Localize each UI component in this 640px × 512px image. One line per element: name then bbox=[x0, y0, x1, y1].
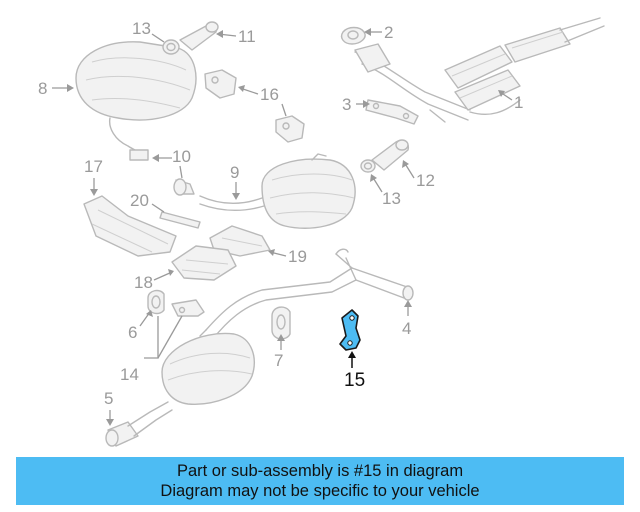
callout-label: 1 bbox=[514, 93, 523, 112]
rear-muffler-lower bbox=[127, 329, 255, 437]
callout-label: 11 bbox=[238, 27, 256, 46]
part-11-tail-tip bbox=[179, 21, 219, 51]
part-1-front-pipe-catalysts bbox=[354, 17, 605, 123]
part-15-shape bbox=[339, 309, 361, 351]
callout-label: 17 bbox=[84, 157, 103, 176]
part-15-hole bbox=[347, 340, 353, 346]
callout-label: 19 bbox=[288, 247, 307, 266]
part-5-clamp bbox=[105, 421, 139, 447]
part-6-hanger bbox=[147, 289, 165, 315]
part-8-rear-muffler bbox=[75, 41, 197, 161]
callout-label: 9 bbox=[230, 163, 239, 182]
callout-label: 12 bbox=[416, 171, 435, 190]
part-10-clamp bbox=[173, 178, 195, 196]
part-15-bracket-highlighted bbox=[339, 309, 361, 351]
info-banner: Part or sub-assembly is #15 in diagram D… bbox=[16, 457, 624, 505]
callout-label: 8 bbox=[38, 79, 47, 98]
part-14-bracket bbox=[171, 299, 205, 317]
callout-label: 4 bbox=[402, 319, 411, 338]
part-2-gasket bbox=[340, 26, 366, 45]
part-16-hangers bbox=[204, 69, 305, 143]
part-3-bracket bbox=[365, 99, 419, 125]
part-9-center-muffler bbox=[199, 153, 356, 229]
exhaust-system-diagram: 13 11 2 8 16 3 1 10 9 12 bbox=[38, 17, 605, 447]
banner-line-1: Part or sub-assembly is #15 in diagram bbox=[176, 462, 464, 480]
part-12-tail-tip bbox=[371, 139, 410, 171]
callout-label: 18 bbox=[134, 273, 153, 292]
part-17-heat-shield bbox=[83, 195, 177, 257]
callout-label: 13 bbox=[382, 189, 401, 208]
part-7-hanger bbox=[271, 306, 291, 340]
callouts: 13 11 2 8 16 3 1 10 9 12 bbox=[38, 19, 523, 426]
part-15-hole bbox=[349, 315, 355, 321]
callout-label: 13 bbox=[132, 19, 151, 38]
callout-label: 16 bbox=[260, 85, 279, 104]
callout-label: 7 bbox=[274, 351, 283, 370]
part-18-heat-shield bbox=[171, 245, 237, 281]
banner-line-2: Diagram may not be specific to your vehi… bbox=[160, 482, 480, 500]
highlighted-part-number: 15 bbox=[344, 370, 365, 391]
callout-label: 5 bbox=[104, 389, 113, 408]
callout-label: 3 bbox=[342, 95, 351, 114]
callout-label: 14 bbox=[120, 365, 139, 384]
part-13-clamp-upper bbox=[162, 39, 180, 55]
callout-label: 20 bbox=[130, 191, 149, 210]
callout-label: 2 bbox=[384, 23, 393, 42]
callout-15-highlighted: 15 bbox=[344, 351, 365, 391]
callout-label: 10 bbox=[172, 147, 191, 166]
part-20-strip bbox=[159, 211, 201, 229]
callout-label: 6 bbox=[128, 323, 137, 342]
part-13-clamp-lower bbox=[360, 159, 376, 173]
intermediate-y-pipe bbox=[205, 248, 414, 341]
